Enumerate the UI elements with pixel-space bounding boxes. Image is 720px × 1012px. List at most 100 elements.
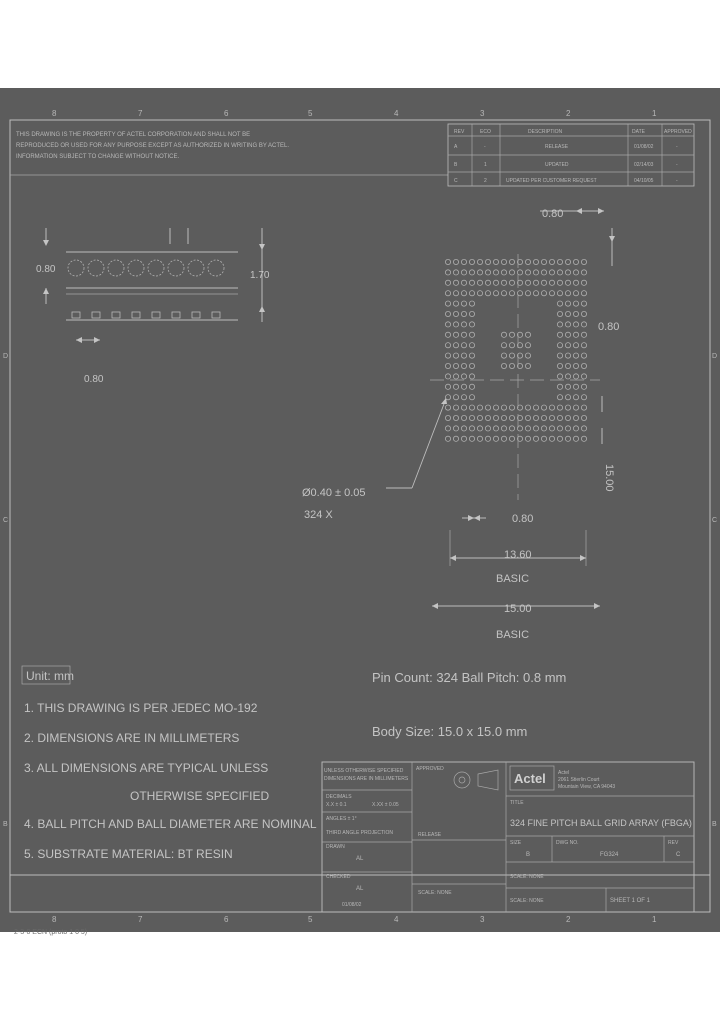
solder-ball — [460, 373, 467, 380]
zone-label: B — [712, 821, 717, 828]
solder-ball — [452, 258, 459, 265]
solder-ball — [565, 279, 572, 286]
solder-ball — [557, 331, 564, 338]
solder-ball — [549, 258, 556, 265]
solder-ball — [525, 331, 532, 338]
header-note-line: INFORMATION SUBJECT TO CHANGE WITHOUT NO… — [16, 154, 179, 160]
solder-ball — [541, 279, 548, 286]
zone-label: 4 — [394, 109, 399, 118]
solder-ball — [565, 383, 572, 390]
solder-ball — [517, 269, 524, 276]
solder-ball — [468, 352, 475, 359]
rev-header-rev: REV — [454, 129, 465, 135]
sheet-label: SHEET 1 OF 1 — [610, 898, 651, 904]
solder-ball — [452, 321, 459, 328]
side-ball — [207, 259, 225, 277]
solder-ball — [476, 269, 483, 276]
solder-ball — [565, 342, 572, 349]
solder-ball — [468, 414, 475, 421]
solder-ball — [565, 269, 572, 276]
solder-ball — [452, 279, 459, 286]
footnote: 2-3-0 ECN (proto 1 0 5) — [14, 929, 88, 936]
tolerance-row: X.XX ± 0.05 — [372, 802, 399, 808]
solder-ball — [557, 394, 564, 401]
solder-ball — [444, 258, 451, 265]
solder-ball — [484, 425, 491, 432]
solder-ball — [476, 279, 483, 286]
solder-ball — [573, 331, 580, 338]
zone-label: 3 — [480, 109, 485, 118]
solder-ball — [492, 290, 499, 297]
bottom-view-dimensions: 0.80 0.80 15.00 Ø0.40 ± 0.05 324 X 0.80 … — [302, 208, 619, 641]
body-size-line: Body Size: 15.0 x 15.0 mm — [372, 724, 527, 739]
solder-ball — [452, 342, 459, 349]
solder-ball — [508, 342, 515, 349]
solder-ball — [452, 352, 459, 359]
solder-ball — [500, 352, 507, 359]
solder-ball — [573, 279, 580, 286]
ball-grid-array — [444, 258, 588, 442]
solder-ball — [452, 362, 459, 369]
solder-ball — [573, 373, 580, 380]
solder-ball — [484, 290, 491, 297]
solder-ball — [484, 258, 491, 265]
solder-ball — [452, 414, 459, 421]
solder-ball — [444, 404, 451, 411]
solder-ball — [557, 414, 564, 421]
body-width-label: 15.00 — [504, 603, 532, 615]
solder-ball — [581, 331, 588, 338]
rev-cell: 2 — [484, 178, 487, 184]
solder-ball — [460, 258, 467, 265]
dwg-value: FG324 — [600, 852, 619, 858]
solder-ball — [533, 435, 540, 442]
solder-ball — [460, 414, 467, 421]
scale-note: SCALE: NONE — [510, 874, 544, 880]
solder-ball — [460, 279, 467, 286]
solder-ball — [581, 394, 588, 401]
solder-ball — [484, 279, 491, 286]
side-ball-pad — [111, 311, 121, 319]
solder-ball — [573, 383, 580, 390]
note-line: 1. THIS DRAWING IS PER JEDEC MO-192 — [24, 701, 258, 715]
solder-ball — [444, 373, 451, 380]
solder-ball — [565, 362, 572, 369]
solder-ball — [525, 435, 532, 442]
tolerance-sub: DIMENSIONS ARE IN MILLIMETERS — [324, 776, 409, 782]
scale-bottom: SCALE: NONE — [510, 898, 544, 904]
solder-ball — [492, 414, 499, 421]
solder-ball — [452, 373, 459, 380]
solder-ball — [565, 373, 572, 380]
solder-ball — [517, 362, 524, 369]
zone-label: 1 — [652, 109, 657, 118]
solder-ball — [541, 425, 548, 432]
solder-ball — [549, 435, 556, 442]
solder-ball — [581, 310, 588, 317]
solder-ball — [517, 404, 524, 411]
outer-frame — [9, 119, 711, 913]
note-line: 5. SUBSTRATE MATERIAL: BT RESIN — [24, 847, 233, 861]
projection-symbol-icon — [453, 771, 471, 789]
solder-ball — [500, 362, 507, 369]
header-note-line: THIS DRAWING IS THE PROPERTY OF ACTEL CO… — [16, 132, 250, 138]
rev-header-eco: ECO — [480, 129, 491, 135]
solder-ball — [541, 414, 548, 421]
solder-ball — [581, 435, 588, 442]
solder-ball — [565, 352, 572, 359]
zone-label: 7 — [138, 109, 143, 118]
solder-ball — [541, 258, 548, 265]
solder-ball — [541, 435, 548, 442]
side-pitch-label: 0.80 — [84, 374, 104, 385]
solder-ball — [573, 435, 580, 442]
side-ball-pad — [151, 311, 161, 319]
solder-ball — [525, 404, 532, 411]
solder-ball — [549, 279, 556, 286]
side-ball — [147, 259, 165, 277]
solder-ball — [508, 362, 515, 369]
side-ball — [67, 259, 85, 277]
rev-label: REV — [668, 840, 679, 846]
solder-ball — [468, 362, 475, 369]
solder-ball — [533, 414, 540, 421]
solder-ball — [468, 342, 475, 349]
zone-label: 4 — [394, 915, 399, 924]
solder-ball — [517, 331, 524, 338]
